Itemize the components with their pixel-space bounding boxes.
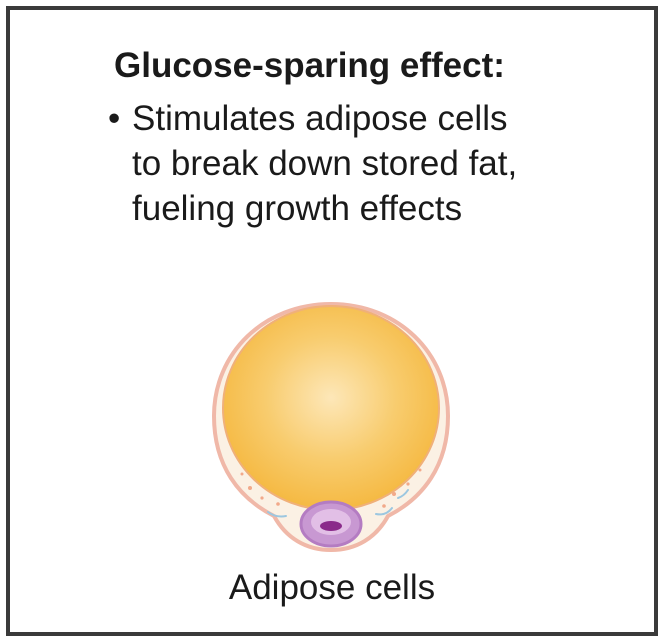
heading: Glucose-sparing effect: <box>114 46 505 85</box>
adipose-cell-illustration <box>208 298 454 558</box>
bullet-symbol: • <box>108 99 121 138</box>
fat-droplet <box>222 305 440 511</box>
cytoplasm-specks <box>240 468 422 508</box>
figure-label: Adipose cells <box>228 568 436 607</box>
bullet-line-1: Stimulates adipose cells <box>132 99 508 138</box>
bullet-text: Stimulates adipose cells to break down s… <box>132 96 638 231</box>
bullet-line-3: fueling growth effects <box>132 189 463 228</box>
bullet-line-2: to break down stored fat, <box>132 144 518 183</box>
bullet-list: • Stimulates adipose cells to break down… <box>108 96 638 231</box>
adipose-cell-icon <box>211 301 451 553</box>
diagram-panel: Glucose-sparing effect: • Stimulates adi… <box>6 6 658 636</box>
cytoplasm-fibers <box>267 489 409 518</box>
bullet-item: • Stimulates adipose cells to break down… <box>108 96 638 231</box>
nucleolus <box>320 521 342 531</box>
